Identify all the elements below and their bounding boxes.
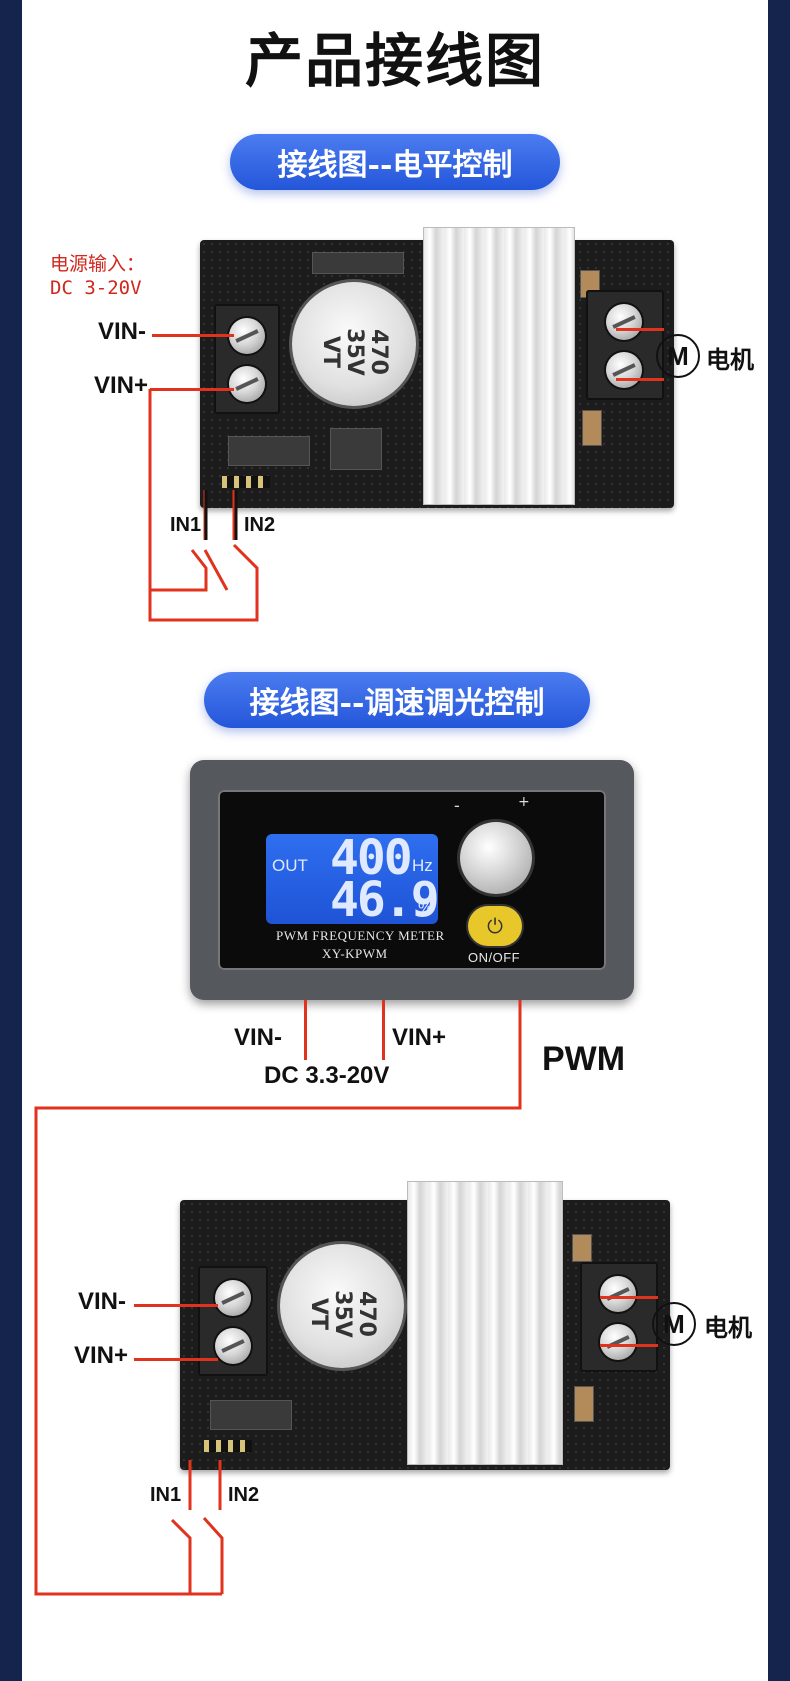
screw2-motor-a — [600, 1276, 636, 1312]
wire-vin-minus-2 — [134, 1304, 218, 1307]
wire-motor-a-1 — [616, 328, 664, 331]
screw-vin-minus — [229, 318, 265, 354]
in1-label-2: IN1 — [150, 1484, 182, 1506]
screw-motor-a — [606, 304, 642, 340]
capacitor-2: 470 35V VT — [280, 1244, 404, 1368]
section1-heading: 接线图--电平控制 — [230, 134, 560, 190]
wire-motor-a-2 — [600, 1296, 658, 1299]
cap-c3-2 — [572, 1234, 592, 1262]
header-pins-1 — [222, 476, 270, 488]
driver-board-2: 470 35V VT — [180, 1182, 670, 1470]
wire-meter-vin-plus — [382, 1000, 385, 1060]
wire-meter-vin-minus — [304, 1000, 307, 1060]
power-button[interactable]: ⏻ — [468, 906, 522, 946]
wire-vin-minus-1 — [152, 334, 234, 337]
power-note-line1: 电源输入： — [50, 253, 146, 275]
heatsink-2 — [408, 1182, 562, 1464]
meter-supply-label: DC 3.3-20V — [264, 1062, 390, 1089]
motor-terminal-2 — [580, 1262, 658, 1372]
heatsink-1 — [424, 228, 574, 504]
wire-vin-plus-1 — [150, 388, 234, 391]
product-wiring-page: 产品接线图 接线图--电平控制 电源输入： DC 3-20V 470 35V V… — [22, 0, 768, 1681]
meter-face: OUT 400 Hz 46.9 % PWM FREQUENCY METER XY… — [218, 790, 606, 970]
cap-c1-2 — [574, 1386, 594, 1422]
pwm-meter: OUT 400 Hz 46.9 % PWM FREQUENCY METER XY… — [190, 760, 634, 1000]
meter-vin-minus-label: VIN- — [234, 1024, 282, 1051]
loop-wire-vin — [148, 389, 208, 592]
vin-plus-label-1: VIN+ — [94, 372, 149, 399]
lcd-duty: 46.9 — [330, 872, 440, 928]
lcd-out-label: OUT — [272, 856, 308, 875]
adjust-knob[interactable] — [460, 822, 532, 894]
capacitor-1: 470 35V VT — [292, 282, 416, 406]
cap-c1-1 — [582, 410, 602, 446]
power-input-note: 电源输入： DC 3-20V — [50, 252, 145, 300]
wire-motor-b-2 — [600, 1344, 658, 1347]
page-title: 产品接线图 — [244, 27, 545, 95]
pwm-label: PWM — [542, 1040, 626, 1078]
resistor-array-2 — [210, 1400, 292, 1430]
motor-terminal-1 — [586, 290, 664, 400]
power-icon: ⏻ — [487, 914, 503, 938]
motor-symbol-2: M — [652, 1302, 696, 1346]
meter-vin-plus-label: VIN+ — [392, 1024, 447, 1051]
screw-motor-b — [606, 352, 642, 388]
meter-model-line1: PWM FREQUENCY METER — [276, 928, 445, 943]
input-terminal-1 — [214, 304, 280, 414]
wire-vin-plus-2 — [134, 1358, 218, 1361]
screw2-motor-b — [600, 1324, 636, 1360]
lcd-duty-unit: % — [418, 898, 434, 917]
driver-board-1: 470 35V VT — [200, 228, 674, 508]
in2-label-2: IN2 — [228, 1484, 260, 1506]
motor-label-2: 电机 — [704, 1314, 752, 1342]
lcd-display: OUT 400 Hz 46.9 % — [266, 830, 440, 928]
lcd-frequency-unit: Hz — [412, 856, 433, 875]
pwm-wiring-2 — [34, 1000, 522, 1596]
knob-minus-mark: - — [454, 796, 460, 815]
vin-plus-label-2: VIN+ — [74, 1342, 129, 1369]
power-button-label: ON/OFF — [468, 950, 521, 965]
screw-vin-plus — [229, 366, 265, 402]
in1-label-1: IN1 — [170, 514, 202, 536]
chip-1 — [330, 428, 382, 470]
knob-plus-mark: + — [518, 794, 530, 810]
screw2-vin-minus — [215, 1280, 251, 1316]
motor-label-1: 电机 — [706, 346, 754, 374]
vin-minus-label-1: VIN- — [98, 318, 146, 345]
power-note-line2: DC 3-20V — [50, 277, 142, 299]
meter-model-line2: XY-KPWM — [322, 946, 388, 961]
wire-motor-b-1 — [616, 378, 664, 381]
chip-row-1 — [312, 252, 404, 274]
input-terminal-2 — [198, 1266, 268, 1376]
screw2-vin-plus — [215, 1328, 251, 1364]
section2-heading: 接线图--调速调光控制 — [204, 672, 590, 728]
resistor-array-1 — [228, 436, 310, 466]
header-pins-2 — [204, 1440, 252, 1452]
vin-minus-label-2: VIN- — [78, 1288, 126, 1315]
in2-label-1: IN2 — [244, 514, 276, 536]
motor-symbol-1: M — [656, 334, 700, 378]
control-wiring-1 — [148, 389, 259, 622]
lcd-frequency: 400 — [330, 830, 413, 886]
